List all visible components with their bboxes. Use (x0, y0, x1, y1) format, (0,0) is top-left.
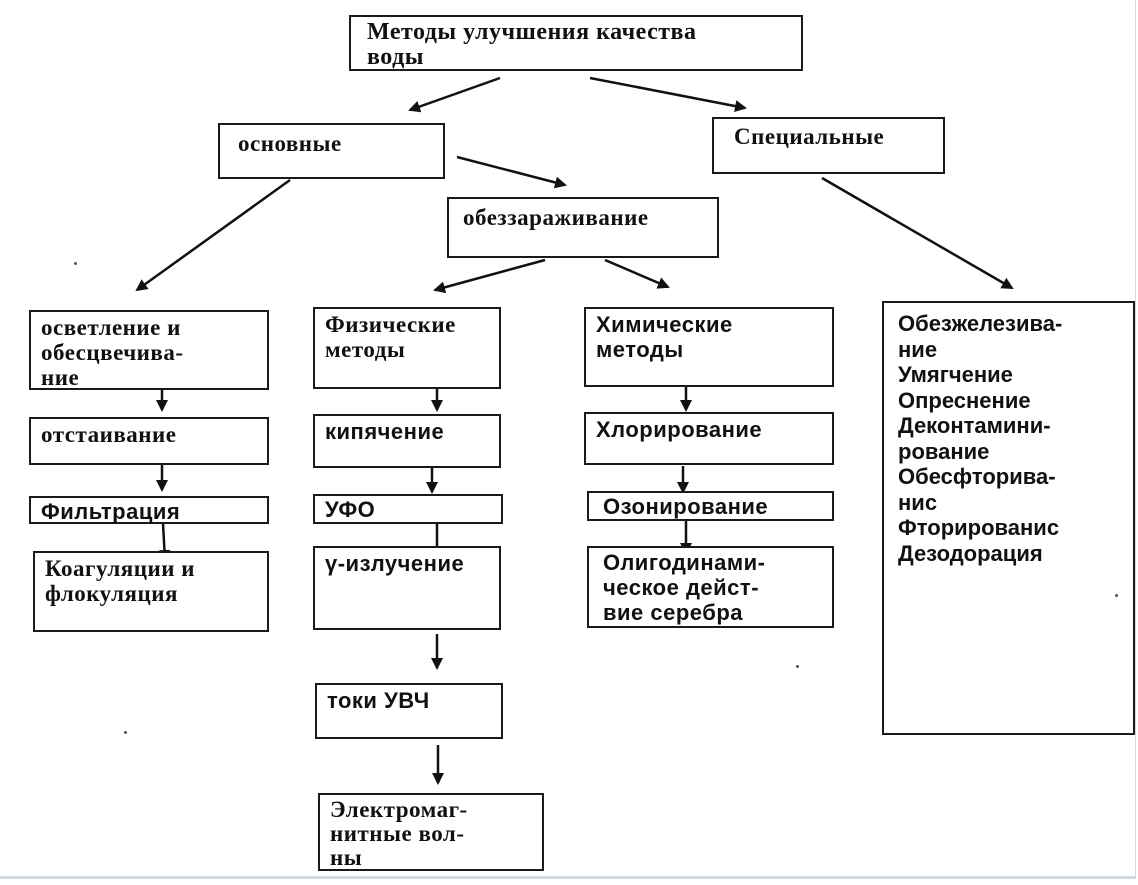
scan-speck (74, 262, 77, 265)
arrow-disinfection-to-chemical (604, 258, 670, 289)
special-method-line: Фторированис (898, 515, 1060, 540)
arrow-root-to-basic (408, 76, 501, 113)
special-method-line: нис (898, 489, 938, 515)
clarification-step-filtration: Фильтрация (29, 496, 269, 524)
special-method-line: Обесфторива- (898, 464, 1056, 489)
arrow-basic-to-clarification (135, 178, 291, 292)
physical-step-gamma: γ-излучение (313, 546, 501, 630)
scan-speck (124, 731, 127, 734)
physical-head-node: Физические методы (313, 307, 501, 389)
arrow-special-to-methods (821, 176, 1014, 290)
special-method-line: рование (898, 438, 990, 464)
special-method-line: Опреснение (898, 387, 1031, 413)
physical-step-electromagnetic: Электромаг- нитные вол- ны (318, 793, 544, 871)
special-methods-list: Обезжелезива- ние Умягчение Опреснение Д… (882, 301, 1135, 735)
scan-speck (1115, 594, 1118, 597)
special-node: Специальные (712, 117, 945, 174)
special-method-line: Деконтамини- (898, 413, 1051, 438)
special-method-line: Обезжелезива- (898, 311, 1063, 336)
chemical-step-silver: Олигодинами- ческое дейст- вие серебра (587, 546, 834, 628)
chemical-head-node: Химические методы (584, 307, 834, 387)
special-method-line: Дезодорация (898, 540, 1043, 566)
chemical-step-chlorination: Хлорирование (584, 412, 834, 465)
special-method-line: ние (898, 336, 938, 362)
physical-step-uv: УФО (313, 494, 503, 524)
basic-node: основные (218, 123, 445, 179)
physical-step-boiling: кипячение (313, 414, 501, 468)
scan-speck (796, 665, 799, 668)
special-method-line: Умягчение (898, 362, 1013, 387)
arrow-disinfection-to-physical (433, 258, 546, 294)
physical-step-uhf: токи УВЧ (315, 683, 503, 739)
disinfection-node: обеззараживание (447, 197, 719, 258)
arrow-root-to-special (589, 76, 747, 112)
clarification-head-node: осветление и обесцвечива- ние (29, 310, 269, 390)
clarification-step-settling: отстаивание (29, 417, 269, 465)
root-node: Методы улучшения качества воды (349, 15, 803, 71)
chemical-step-ozonation: Озонирование (587, 491, 834, 521)
arrow-basic-to-disinfection (456, 155, 567, 189)
clarification-step-coagulation: Коагуляции и флокуляция (33, 551, 269, 632)
